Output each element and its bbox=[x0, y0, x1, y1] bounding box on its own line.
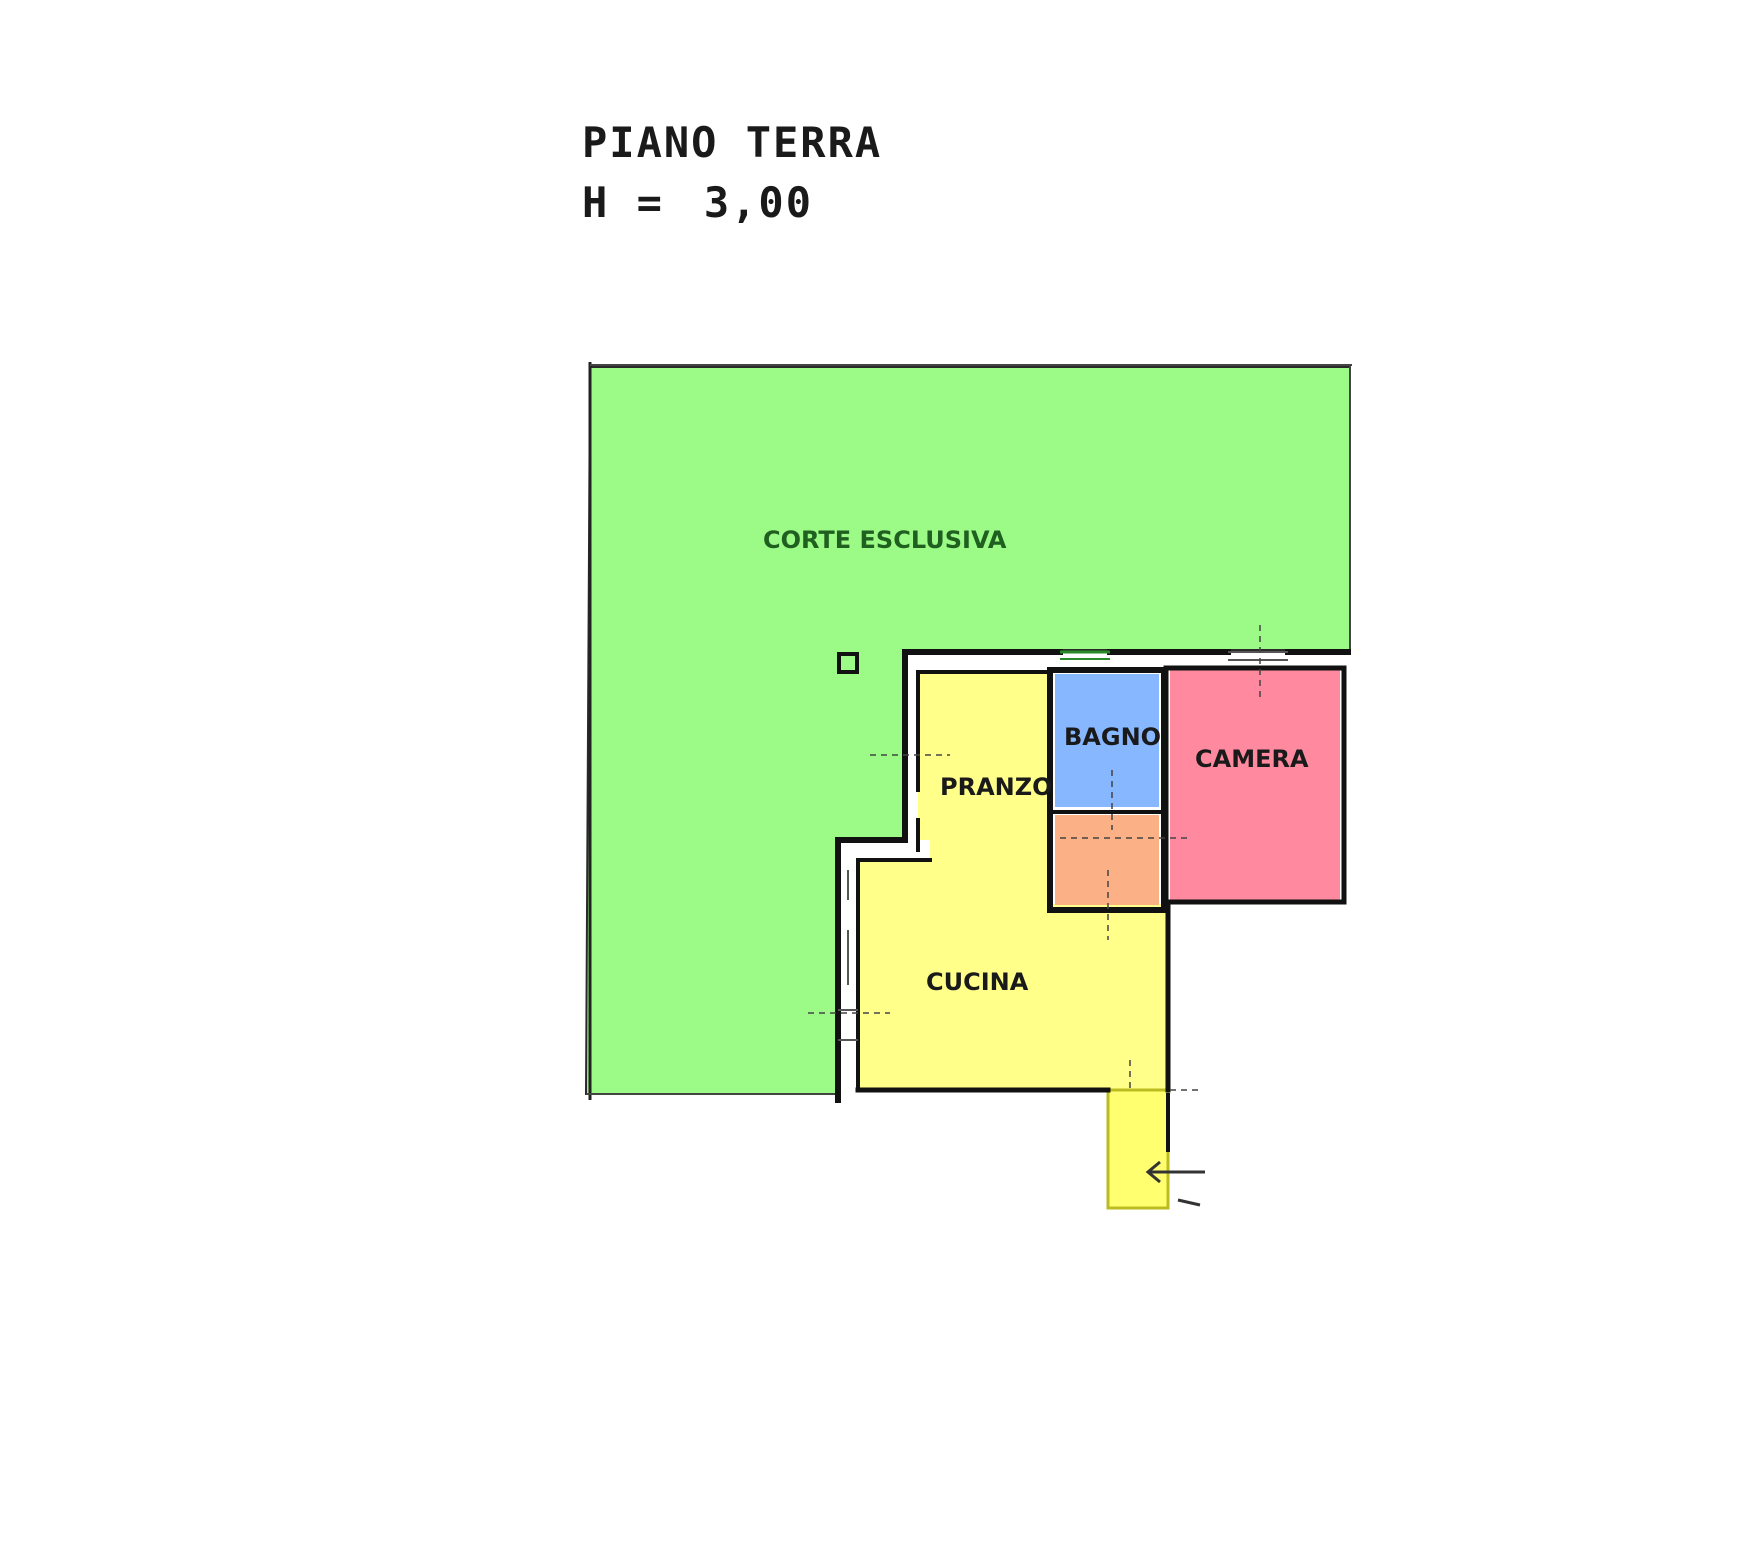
label-bagno: BAGNO bbox=[1064, 723, 1161, 751]
room-disimpegno bbox=[1055, 815, 1159, 905]
room-bagno bbox=[1055, 674, 1159, 807]
entrance-arrow-icon bbox=[1145, 1160, 1205, 1207]
plan-title: PIANO TERRA bbox=[582, 118, 883, 167]
label-cucina: CUCINA bbox=[926, 968, 1029, 996]
pillar-square bbox=[837, 652, 859, 674]
height-label: H = bbox=[582, 178, 664, 227]
room-camera bbox=[1170, 670, 1340, 900]
door-lines bbox=[808, 625, 1261, 1091]
label-corte-esclusiva: CORTE ESCLUSIVA bbox=[763, 526, 1007, 554]
openings bbox=[838, 650, 1288, 1041]
room-pranzo-cucina bbox=[858, 672, 1168, 1090]
label-camera: CAMERA bbox=[1195, 745, 1309, 773]
walls bbox=[835, 649, 1351, 1152]
room-ingresso bbox=[1106, 1088, 1170, 1210]
plan-height: H = 3,00 bbox=[582, 178, 813, 227]
label-pranzo: PRANZO bbox=[940, 773, 1053, 801]
height-value: 3,00 bbox=[703, 178, 814, 227]
